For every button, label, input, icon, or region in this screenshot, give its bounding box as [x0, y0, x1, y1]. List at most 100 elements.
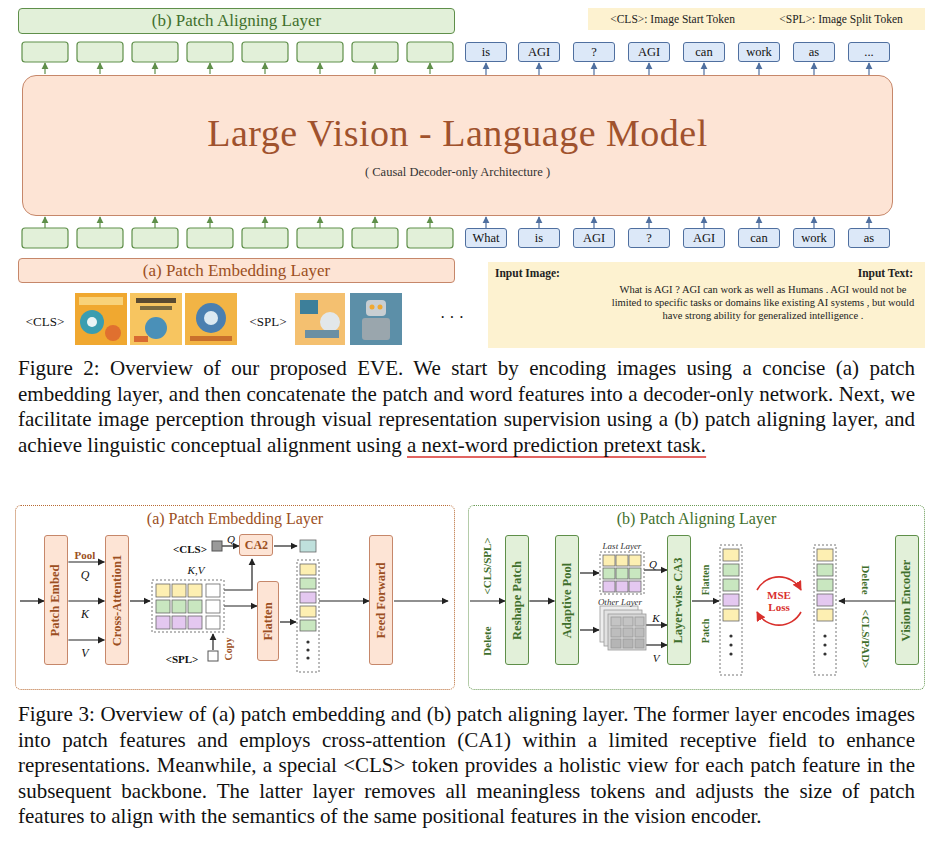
patch-input-boxes: [22, 228, 68, 248]
patch-column: [723, 549, 739, 561]
patch-grid: [156, 584, 220, 629]
patch-input-boxes: [132, 228, 178, 248]
other-layer-grids: [623, 617, 633, 626]
flow-line: [470, 600, 505, 601]
loss-arrows: [757, 612, 801, 625]
patch-column: [823, 634, 826, 637]
flow-arrow: [648, 217, 649, 228]
patch-input-arrows: [99, 217, 100, 228]
patch-grid: [152, 580, 224, 632]
module-box: Patch Embed: [44, 535, 68, 665]
flow-line: [224, 605, 257, 606]
caption-text: Figure 2: Overview of our proposed EVE. …: [18, 356, 915, 458]
other-layer-grids: [611, 617, 621, 626]
box-text: Vision Encoder: [900, 559, 915, 641]
image-patch: [87, 317, 97, 327]
box-text: Input Text:: [858, 267, 913, 279]
patch-output-arrows: [429, 63, 430, 74]
patch-grid: [208, 651, 218, 661]
token-box: work: [793, 228, 835, 248]
caption-text: Figure 3: Overview of (a) patch embeddin…: [18, 702, 915, 830]
other-layer-grids: [608, 614, 646, 650]
image-patch: [130, 293, 182, 345]
box-text: AGI: [528, 45, 550, 60]
figure-caption: Figure 2: Overview of our proposed EVE. …: [18, 356, 915, 458]
patch-column: [729, 634, 732, 637]
other-layer-grids: [600, 606, 646, 650]
box-text: Flatten: [261, 602, 276, 640]
patch-grid: [206, 616, 220, 629]
patch-column: [723, 579, 739, 591]
box-text: AGI: [693, 231, 715, 246]
patch-column: [817, 549, 833, 561]
flow-arrow: [758, 63, 759, 75]
label-text: Delete: [860, 565, 873, 594]
token-box: can: [738, 228, 780, 248]
box-text: ...: [864, 45, 873, 60]
patch-column: [720, 545, 742, 675]
flattened-tokens: [300, 540, 316, 552]
flattened-tokens: [300, 564, 316, 575]
image-patch: [305, 330, 339, 338]
label-text: K: [81, 608, 89, 622]
patch-input-arrows: [45, 217, 430, 228]
last-layer-grid: [616, 581, 628, 592]
flow-line: [394, 600, 448, 601]
patch-output-boxes: [77, 42, 123, 62]
label-text: Q: [649, 558, 657, 571]
other-layer-grids: [611, 639, 621, 648]
module-box: Layer-wise CA3: [667, 535, 691, 665]
image-patch: [196, 303, 226, 333]
module-box: Cross-Attention1: [105, 535, 129, 665]
label-text: <CLS/PAD>: [860, 610, 873, 669]
patch-input-arrows: [429, 217, 430, 228]
last-layer-grid: [629, 555, 641, 566]
module-box: Feed Forward: [369, 535, 393, 665]
model-box: Large Vision - Language Model( Causal De…: [22, 75, 893, 216]
label-text: Other Layer: [598, 597, 642, 607]
patch-grid: [156, 616, 170, 629]
image-patch: [378, 305, 383, 310]
patch-column: [817, 579, 833, 591]
patch-column: [729, 643, 732, 646]
image-patch: [130, 293, 182, 345]
flattened-tokens: [306, 648, 309, 651]
patch-output-boxes: [407, 42, 453, 62]
flow-arrow: [813, 63, 814, 75]
patch-output-boxes: [132, 42, 178, 62]
flow-line: [130, 600, 150, 601]
label-text: K: [652, 612, 659, 625]
box-text: can: [695, 45, 712, 60]
label-text: <CLS>: [173, 543, 207, 556]
token-box: AGI: [683, 228, 725, 248]
last-layer-grid: [600, 552, 644, 594]
token-box: ...: [848, 42, 890, 62]
patch-column: [723, 549, 739, 621]
patch-input-boxes: [407, 228, 453, 248]
box-text: AGI: [638, 45, 660, 60]
image-patch: [79, 297, 123, 305]
flattened-tokens: [297, 560, 319, 672]
patch-column: [817, 609, 833, 621]
label-text: Last Layer: [603, 541, 642, 551]
box-text: ?: [646, 231, 652, 246]
last-layer-grid: [616, 568, 628, 579]
flow-line: [580, 629, 599, 630]
image-patch: [362, 318, 390, 340]
last-layer-grid: [600, 552, 644, 594]
flattened-tokens: [300, 592, 316, 603]
box-text: What is AGI ? AGI can work as well as Hu…: [607, 283, 919, 322]
patch-input-arrows: [374, 217, 375, 228]
patch-input-boxes: [242, 228, 288, 248]
flow-line: [224, 559, 252, 590]
heading-box: (a) Patch Embedding Layer: [18, 258, 455, 283]
patch-column: [817, 549, 833, 621]
image-patch: [366, 300, 386, 316]
figure-caption: Figure 3: Overview of (a) patch embeddin…: [18, 702, 915, 830]
flow-arrow: [538, 63, 539, 75]
image-patch: [185, 293, 237, 345]
flow-line: [692, 600, 719, 601]
patch-column: [817, 564, 833, 576]
label-text: Pool: [75, 549, 96, 562]
